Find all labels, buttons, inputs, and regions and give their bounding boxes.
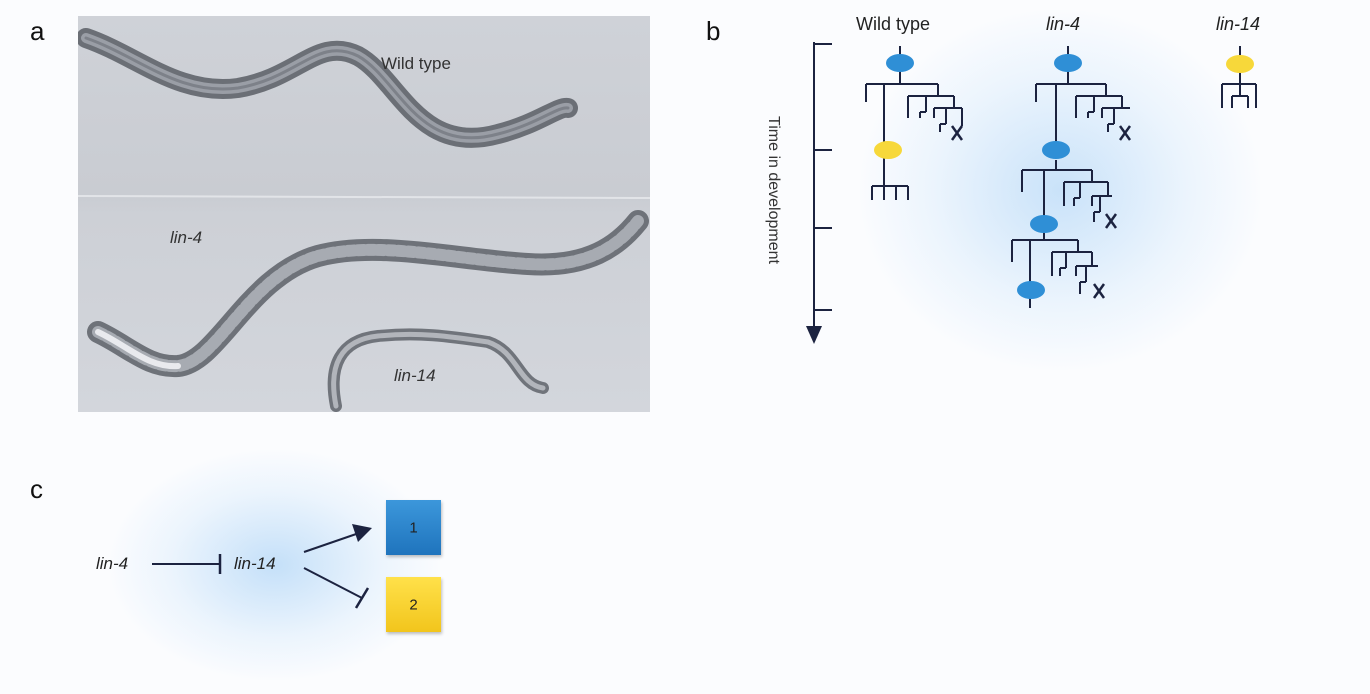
- program-1-label: 1: [409, 519, 418, 536]
- lin-14-worm: [327, 328, 549, 412]
- lin-14-lineage: [1221, 46, 1257, 108]
- lin-4-blue-cell-1: [1054, 54, 1082, 72]
- header-wild-type: Wild type: [856, 14, 931, 34]
- program-2-box: 2: [386, 577, 441, 632]
- worm-drawings: [78, 28, 650, 412]
- label-c-lin-14: lin-14: [234, 554, 276, 573]
- worm-micrograph: Wild type lin-4 lin-14: [78, 16, 650, 412]
- panel-letter-a: a: [30, 16, 45, 46]
- wild-type-lineage: [865, 46, 964, 200]
- lin-14-yellow-cell: [1226, 55, 1254, 73]
- panel-letter-c: c: [30, 474, 43, 504]
- header-lin-14: lin-14: [1216, 14, 1261, 34]
- wild-type-blue-cell: [886, 54, 914, 72]
- wild-type-worm: [78, 28, 578, 148]
- header-lin-4: lin-4: [1046, 14, 1081, 34]
- label-wild-type: Wild type: [381, 54, 451, 73]
- lin-4-worm: [87, 210, 649, 378]
- lin-4-lineage: [1011, 46, 1132, 308]
- panel-letter-b: b: [706, 16, 721, 46]
- activation-arrowhead: [352, 524, 372, 542]
- label-lin-4: lin-4: [170, 228, 203, 247]
- activation-arrow-box1: [303, 531, 363, 553]
- program-2-label: 2: [409, 596, 418, 613]
- wild-type-yellow-cell: [874, 141, 902, 159]
- lin-4-blue-cell-3: [1030, 215, 1058, 233]
- lin-4-blue-cell-2: [1042, 141, 1070, 159]
- inhibition-line-box2: [303, 567, 363, 599]
- photo-divider: [78, 195, 650, 199]
- lin-4-blue-cell-4: [1017, 281, 1045, 299]
- time-axis-arrowhead: [806, 326, 822, 344]
- regulatory-arrows: [152, 531, 370, 609]
- label-c-lin-4: lin-4: [96, 554, 129, 573]
- label-lin-14: lin-14: [394, 366, 436, 385]
- time-axis: [813, 42, 832, 332]
- inhibition-bar-box2: [354, 587, 370, 609]
- program-1-box: 1: [386, 500, 441, 555]
